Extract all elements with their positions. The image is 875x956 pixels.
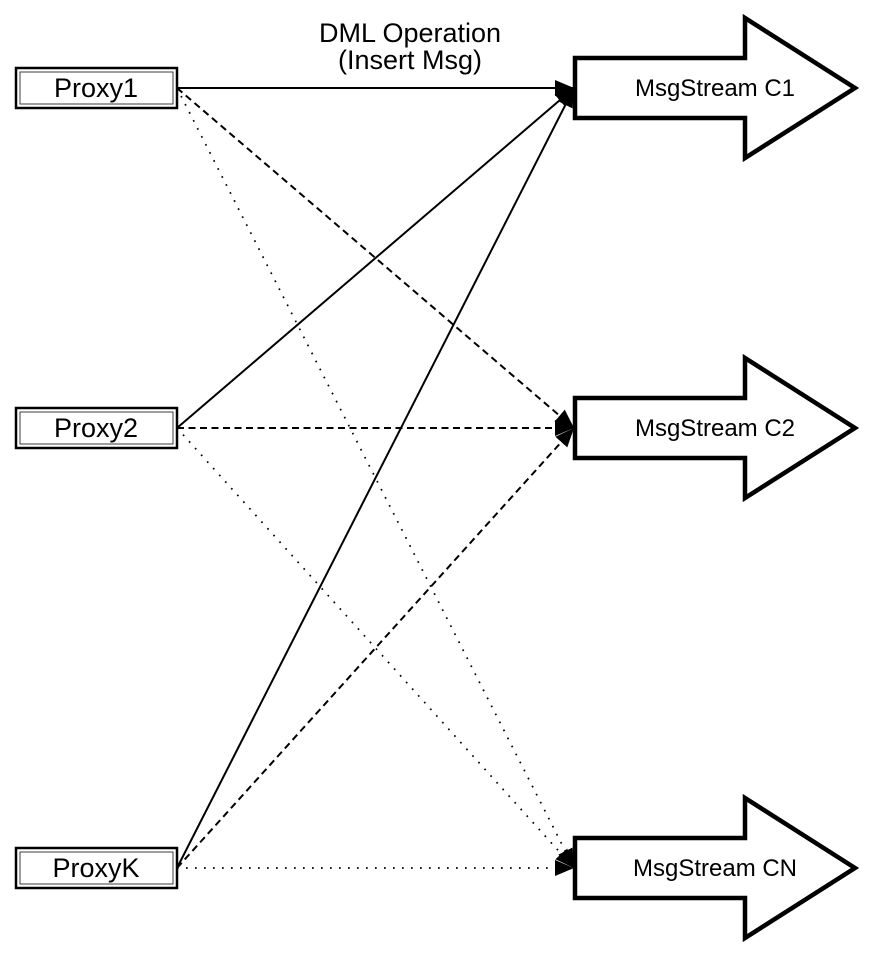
- edge-proxy2-to-c1: [176, 87, 575, 429]
- msgstream-c2-arrow-shape: [572, 353, 860, 503]
- edge-proxy2-to-cn: [176, 427, 575, 869]
- node-proxy2: Proxy2: [14, 406, 179, 450]
- dml-operation-annotation: DML Operation (Insert Msg): [319, 18, 501, 75]
- proxy1-label: Proxy1: [54, 73, 138, 103]
- node-msgstream-cn: MsgStream CN: [572, 793, 860, 943]
- dml-operation-label-line2: (Insert Msg): [338, 45, 482, 75]
- node-proxyk: ProxyK: [14, 846, 179, 890]
- proxy1-box: [14, 66, 179, 110]
- edges-dotted: [176, 87, 575, 876]
- node-msgstream-c1: MsgStream C1: [572, 13, 860, 163]
- edges-solid: [176, 80, 575, 869]
- msgstream-c1-label: MsgStream C1: [635, 75, 795, 102]
- edge-proxy1-to-c2: [176, 87, 575, 429]
- proxy2-box: [14, 406, 179, 450]
- proxyk-box: [14, 846, 179, 890]
- msgstream-cn-arrow-shape: [572, 793, 860, 943]
- edge-proxy1-to-cn: [176, 87, 575, 869]
- proxyk-label: ProxyK: [52, 853, 139, 883]
- edges-dashed: [176, 87, 575, 869]
- msgstream-c2-label: MsgStream C2: [635, 415, 795, 442]
- proxy2-label: Proxy2: [54, 413, 138, 443]
- proxy2-box-inner-border: [19, 411, 174, 445]
- dml-operation-label-line1: DML Operation: [319, 18, 501, 48]
- node-proxy1: Proxy1: [14, 66, 179, 110]
- proxyk-box-inner-border: [19, 851, 174, 885]
- edge-proxyk-to-c2: [176, 427, 575, 869]
- edge-proxyk-to-c1: [176, 87, 575, 869]
- msgstream-c1-arrow-shape: [572, 13, 860, 163]
- node-msgstream-c2: MsgStream C2: [572, 353, 860, 503]
- msgstream-cn-label: MsgStream CN: [633, 855, 797, 882]
- proxy1-box-inner-border: [19, 71, 174, 105]
